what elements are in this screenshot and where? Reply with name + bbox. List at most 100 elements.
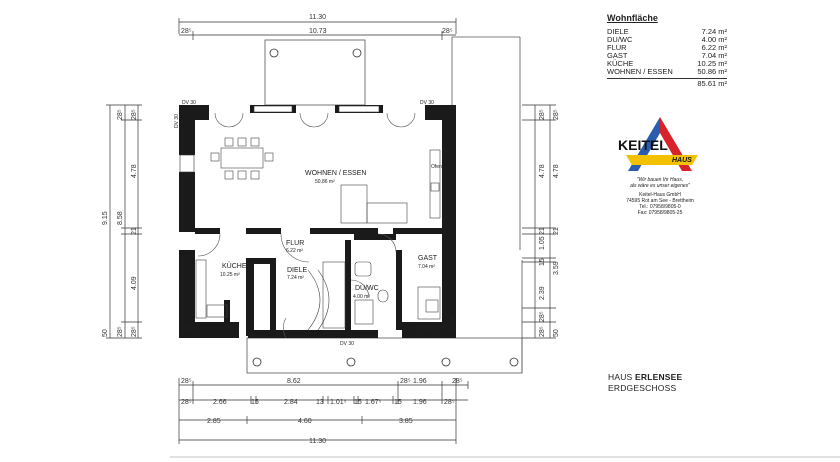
contact-block: Keitel-Haus GmbH 74595 Rot am See - Bret… bbox=[612, 192, 708, 216]
room-name-flur: FLUR bbox=[286, 240, 304, 247]
area-label: GAST bbox=[607, 51, 628, 60]
label-ofen: Ofen bbox=[431, 164, 442, 170]
walls bbox=[179, 105, 456, 338]
dim-left-50: 50 bbox=[102, 329, 109, 337]
area-value: 10.25 m² bbox=[697, 59, 727, 68]
area-rows: DIELE 7.24 m² DU/WC 4.00 m² FLUR 6.22 m² GA… bbox=[607, 28, 727, 76]
dim-bottom-r3: 3.85 bbox=[399, 418, 413, 425]
dv-label: DV 30 bbox=[182, 326, 196, 332]
dim-bottom-r2: 15 bbox=[251, 399, 259, 406]
dim-bottom-total: 11.30 bbox=[309, 438, 326, 445]
dim-bottom-r1: 28⁵ bbox=[400, 378, 411, 385]
room-name-gast: GAST bbox=[418, 255, 438, 262]
dim-top-inner: 10.73 bbox=[309, 28, 327, 35]
dim-right-upper-2: 4.78 bbox=[553, 164, 560, 178]
room-area-flur: 6.22 m² bbox=[286, 248, 303, 254]
area-value: 6.22 m² bbox=[701, 43, 727, 52]
dim-right-359: 3.59 bbox=[553, 261, 560, 275]
dim-bottom-r2: 15 bbox=[394, 399, 402, 406]
logo-graphic-icon: KEITEL HAUS bbox=[618, 117, 698, 171]
dim-top-total: 11.30 bbox=[309, 14, 326, 21]
keitel-haus-logo: KEITEL HAUS "Wir bauen Ihr Haus, als wär… bbox=[612, 115, 708, 245]
dim-bottom-r2: 1.96 bbox=[413, 399, 427, 406]
dim-left-28c: 28⁵ bbox=[117, 326, 124, 337]
dim-right-28a: 28⁵ bbox=[539, 109, 546, 120]
dim-bottom-r1: 1.96 bbox=[413, 378, 427, 385]
dv-labels: DV 30 DV 30 DV 30 DV 30 DV 30 DV 30 DV 3… bbox=[174, 100, 456, 347]
furniture bbox=[195, 137, 441, 331]
dim-right-28c: 28⁵ bbox=[539, 311, 546, 322]
room-area-wohnen: 50.86 m² bbox=[315, 179, 335, 185]
dim-bottom-r2: 28⁵ bbox=[444, 399, 455, 406]
dim-bottom-r2: 2.66 bbox=[213, 399, 227, 406]
room-name-kueche: KÜCHE bbox=[222, 262, 247, 270]
area-summary-title: Wohnfläche bbox=[607, 13, 658, 23]
dim-right-21: 21 bbox=[539, 227, 546, 235]
house-name: HAUS ERLENSEE bbox=[608, 372, 682, 383]
dimension-texts: 11.30 10.73 28⁵ 28⁵ 9.15 8.58 4.78 21 4.… bbox=[102, 14, 560, 445]
room-name-diele: DIELE bbox=[287, 267, 308, 274]
dim-left-outer: 9.15 bbox=[102, 211, 109, 225]
area-row: FLUR 6.22 m² bbox=[607, 44, 727, 52]
footer-divider bbox=[170, 456, 840, 458]
dim-top-left-wall: 28⁵ bbox=[181, 28, 192, 35]
area-value: 7.24 m² bbox=[701, 27, 727, 36]
room-name-wohnen: WOHNEN / ESSEN bbox=[305, 170, 366, 177]
logo-brand-text: KEITEL bbox=[618, 137, 668, 153]
contact-address: 74595 Rot am See - Brettheim bbox=[626, 198, 694, 204]
dim-right-50: 50 bbox=[553, 329, 560, 337]
terrace-posts bbox=[252, 48, 519, 367]
dv-label: DV 30 bbox=[420, 326, 434, 332]
dim-bottom-r2: 28⁵ bbox=[181, 399, 192, 406]
area-label: FLUR bbox=[607, 43, 627, 52]
area-label: KÜCHE bbox=[607, 59, 634, 68]
dim-bottom-r3: 4.60 bbox=[298, 418, 312, 425]
logo-stripe-yellow bbox=[626, 155, 698, 165]
room-area-duwc: 4.00 m² bbox=[353, 294, 370, 300]
dim-right-15: 15 bbox=[539, 258, 546, 266]
door-swings bbox=[197, 112, 416, 339]
dim-bottom-r1: 28⁵ bbox=[181, 378, 192, 385]
dim-bottom-r2: 1.67⁵ bbox=[365, 399, 382, 406]
dv-label: DV 30 bbox=[450, 316, 456, 330]
dim-bottom-r1: 8.62 bbox=[287, 378, 301, 385]
dimension-lines bbox=[106, 18, 556, 444]
dim-bottom-r2: 15 bbox=[354, 399, 362, 406]
contact-phone: Tel.: 07958/9805-0 bbox=[639, 204, 681, 210]
dim-bottom-r2: 13 bbox=[316, 399, 324, 406]
area-row: KÜCHE 10.25 m² bbox=[607, 60, 727, 68]
terrace-outline bbox=[246, 36, 523, 374]
logo-slogan-2: als wäre es unser eigenes" bbox=[630, 183, 690, 189]
dv-label: DV 30 bbox=[174, 114, 180, 128]
dim-top-right-wall: 28⁵ bbox=[442, 28, 453, 35]
room-area-kueche: 10.25 m² bbox=[220, 272, 240, 278]
dv-label: DV 30 bbox=[182, 100, 196, 106]
area-row: DIELE 7.24 m² bbox=[607, 28, 727, 36]
area-row: DU/WC 4.00 m² bbox=[607, 36, 727, 44]
room-area-diele: 7.24 m² bbox=[287, 275, 304, 281]
room-name-duwc: DU/WC bbox=[355, 285, 379, 292]
area-label: DIELE bbox=[607, 27, 629, 36]
dim-bottom-r1: 28⁵ bbox=[452, 378, 463, 385]
area-label: DU/WC bbox=[607, 35, 633, 44]
dim-left-21: 21 bbox=[131, 227, 138, 235]
dv-label: DV 30 bbox=[420, 100, 434, 106]
dim-left-upper: 4.78 bbox=[131, 164, 138, 178]
dim-bottom-r2: 1.01⁵ bbox=[330, 399, 347, 406]
dim-right-28d: 28⁵ bbox=[539, 326, 546, 337]
house-name-bold: ERLENSEE bbox=[634, 372, 683, 382]
area-value: 4.00 m² bbox=[701, 35, 727, 44]
dim-left-mid: 8.58 bbox=[117, 211, 124, 225]
contact-fax: Fax: 07958/9805-25 bbox=[637, 210, 683, 216]
area-label: WOHNEN / ESSEN bbox=[607, 67, 673, 76]
dim-left-lower: 4.09 bbox=[131, 276, 138, 290]
dim-bottom-r2: 2.84 bbox=[284, 399, 298, 406]
dv-label: DV 30 bbox=[340, 341, 354, 347]
dim-right-21b: 21 bbox=[553, 227, 560, 235]
logo-slogan-1: "Wir bauen Ihr Haus, bbox=[636, 177, 684, 183]
area-summary: Wohnfläche DIELE 7.24 m² DU/WC 4.00 m² FLU… bbox=[607, 14, 727, 88]
room-area-gast: 7.04 m² bbox=[418, 264, 435, 270]
